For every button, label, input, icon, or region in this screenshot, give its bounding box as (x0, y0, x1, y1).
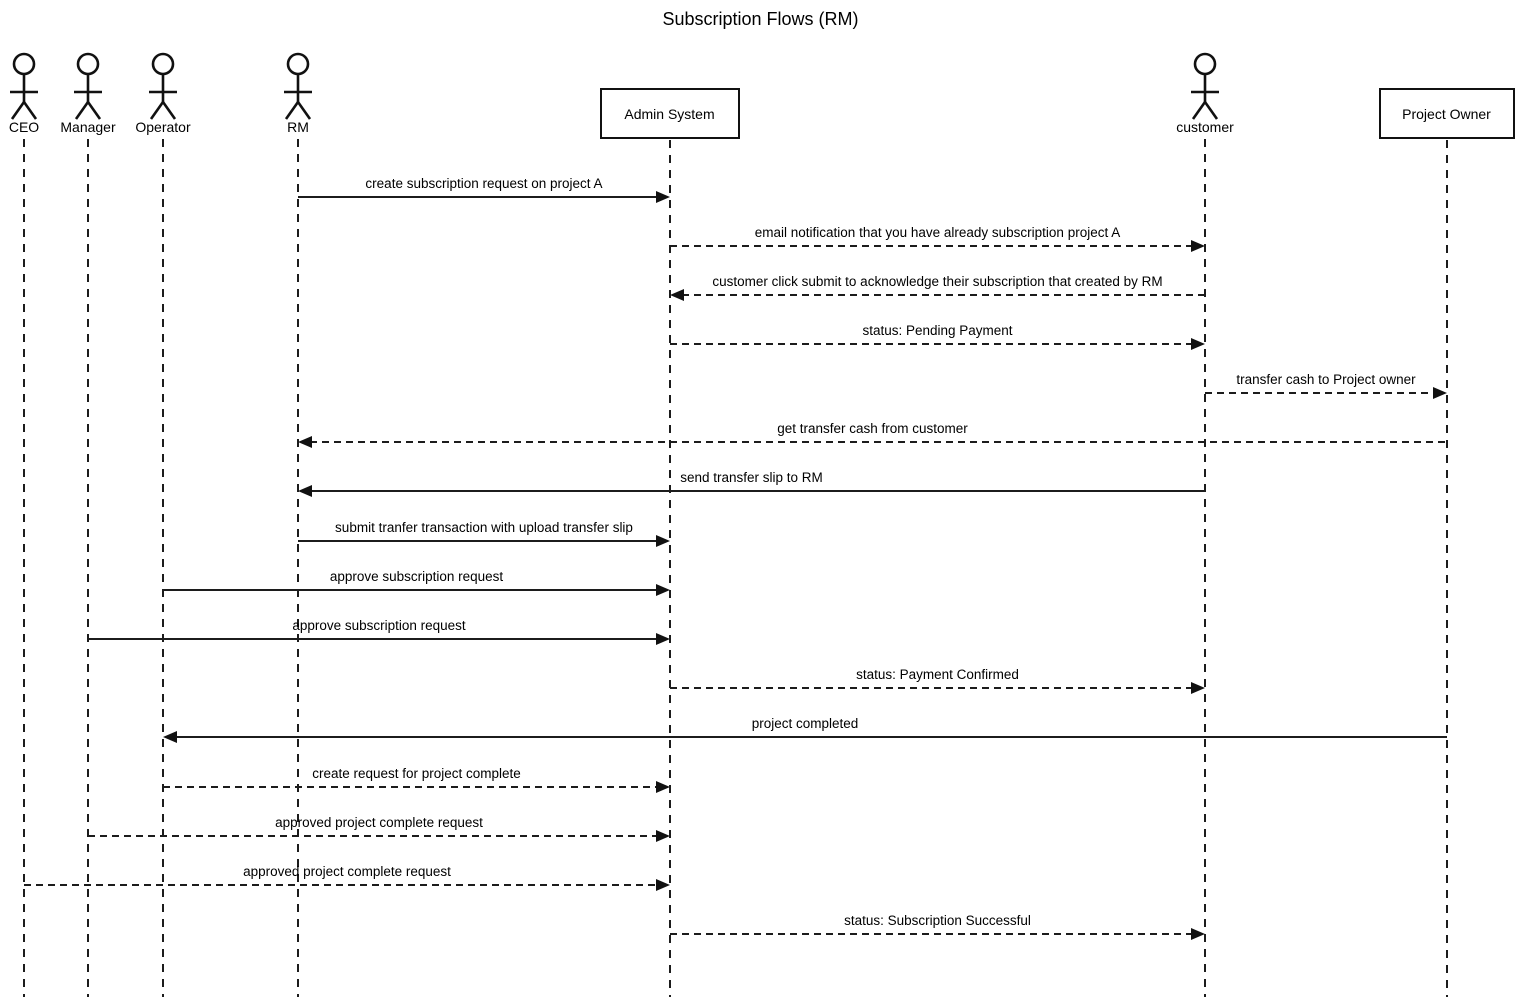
lifeline-operator (162, 139, 164, 997)
diagram-title: Subscription Flows (RM) (662, 9, 859, 29)
message-label: email notification that you have already… (754, 225, 1121, 240)
message-label: status: Subscription Successful (844, 913, 1031, 928)
arrowhead-icon (163, 731, 177, 743)
message-label: create subscription request on project A (365, 176, 603, 191)
message-label: create request for project complete (312, 766, 521, 781)
message-line (682, 294, 1205, 296)
arrowhead-icon (1191, 682, 1205, 694)
arrowhead-icon (670, 289, 684, 301)
participant-label-customer: customer (1176, 119, 1234, 135)
arrowhead-icon (298, 436, 312, 448)
arrowhead-icon (656, 781, 670, 793)
message-line (310, 490, 1205, 492)
participant-box-admin_system: Admin System (599, 88, 740, 139)
message-label: approve subscription request (329, 569, 504, 584)
arrowhead-icon (656, 584, 670, 596)
message-label: status: Payment Confirmed (856, 667, 1019, 682)
message-label: project completed (751, 716, 859, 731)
arrowhead-icon (1191, 928, 1205, 940)
message-label: transfer cash to Project owner (1236, 372, 1416, 387)
message-label: approved project complete request (275, 815, 483, 830)
message-line (298, 196, 658, 198)
message-label: customer click submit to acknowledge the… (712, 274, 1163, 289)
actor-icon-ceo (7, 52, 41, 120)
arrowhead-icon (656, 879, 670, 891)
arrowhead-icon (298, 485, 312, 497)
arrowhead-icon (656, 633, 670, 645)
participant-box-project_owner: Project Owner (1378, 88, 1515, 139)
message-label: status: Pending Payment (862, 323, 1013, 338)
lifeline-admin_system (669, 140, 671, 997)
message-line (670, 343, 1193, 345)
message-line (163, 589, 658, 591)
message-line (1205, 392, 1435, 394)
arrowhead-icon (656, 830, 670, 842)
message-line (310, 441, 1447, 443)
message-line (670, 933, 1193, 935)
arrowhead-icon (1191, 240, 1205, 252)
message-line (175, 736, 1447, 738)
message-label: approved project complete request (243, 864, 451, 879)
lifeline-ceo (23, 139, 25, 997)
message-line (88, 835, 658, 837)
lifeline-project_owner (1446, 140, 1448, 997)
lifeline-customer (1204, 139, 1206, 997)
participant-label-operator: Operator (135, 119, 191, 135)
arrowhead-icon (656, 535, 670, 547)
actor-icon-rm (281, 52, 315, 120)
message-line (670, 245, 1193, 247)
arrowhead-icon (656, 191, 670, 203)
message-line (670, 687, 1193, 689)
arrowhead-icon (1433, 387, 1447, 399)
lifeline-rm (297, 139, 299, 997)
participant-label-rm: RM (287, 119, 309, 135)
lifeline-manager (87, 139, 89, 997)
participant-label-manager: Manager (60, 119, 116, 135)
message-label: approve subscription request (292, 618, 466, 633)
actor-icon-customer (1188, 52, 1222, 120)
message-label: get transfer cash from customer (777, 421, 968, 436)
actor-icon-manager (71, 52, 105, 120)
arrowhead-icon (1191, 338, 1205, 350)
actor-icon-operator (146, 52, 180, 120)
message-line (163, 786, 658, 788)
message-line (24, 884, 658, 886)
participant-label-ceo: CEO (8, 119, 40, 135)
message-line (88, 638, 658, 640)
message-label: send transfer slip to RM (680, 470, 823, 485)
message-label: submit tranfer transaction with upload t… (335, 520, 633, 535)
message-line (298, 540, 658, 542)
